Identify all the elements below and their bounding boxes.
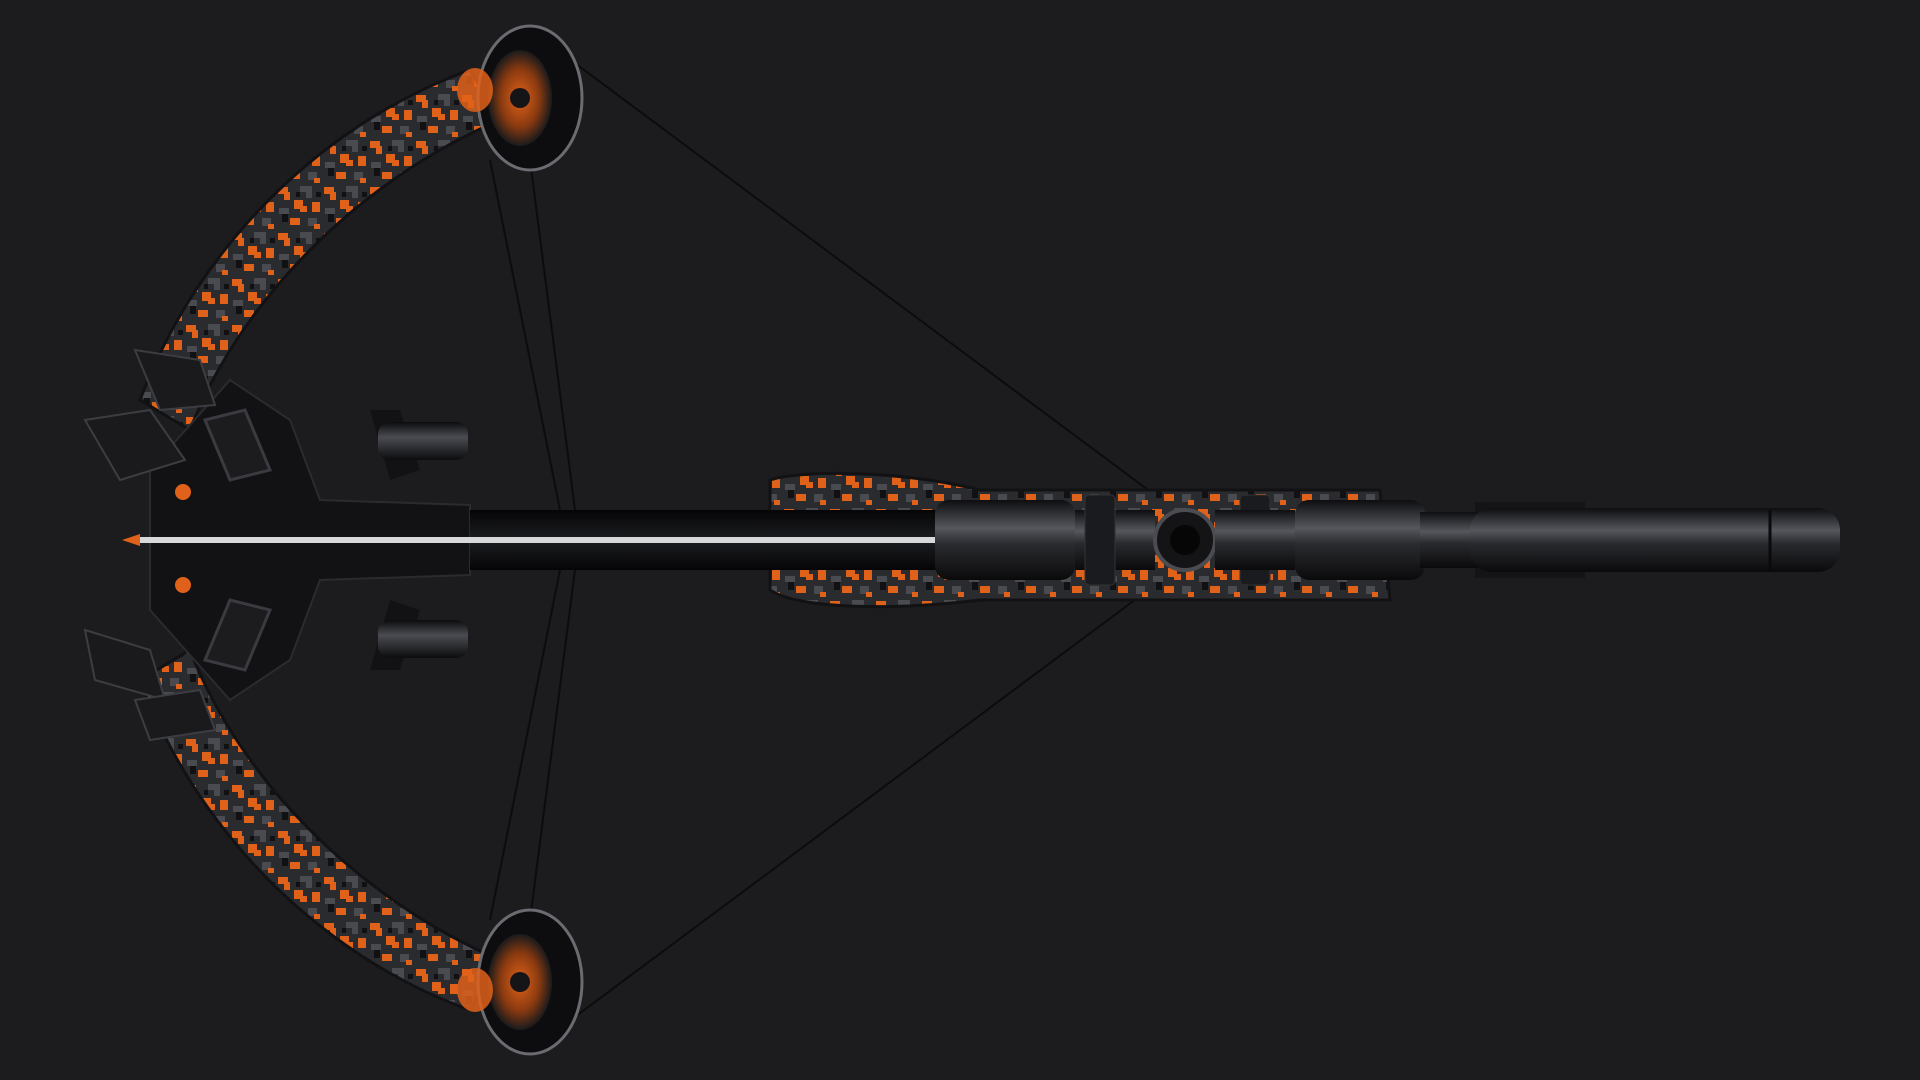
lower-knob [370, 600, 468, 670]
bow-strings [489, 51, 1176, 1029]
limb-pads [83, 348, 217, 742]
upper-limb [138, 68, 503, 433]
butt-tube [1420, 502, 1840, 578]
upper-cam-wheel [457, 24, 584, 172]
lower-cam-wheel [457, 908, 584, 1056]
scope [935, 494, 1425, 586]
arrow-bolt [122, 534, 935, 546]
upper-knob [370, 410, 468, 480]
lower-limb [138, 647, 503, 1012]
